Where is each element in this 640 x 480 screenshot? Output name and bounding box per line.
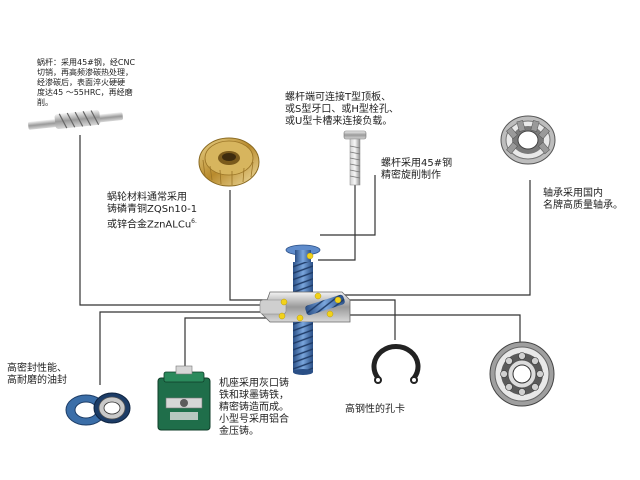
label-screw: 螺杆采用45#钢 精密旋削制作	[381, 158, 453, 181]
connector-end	[318, 140, 356, 261]
worm-gear-image	[198, 137, 260, 187]
label-end-connection: 螺杆端可连接T型顶板、 或S型牙口、或H型栓孔、 或U型卡槽来连接负载。	[285, 92, 399, 127]
connector-seal	[99, 311, 275, 385]
label-oil-seal: 高密封性能、 高耐磨的油封	[7, 363, 67, 386]
connector-gear	[229, 190, 275, 301]
connector-circlip	[350, 299, 396, 340]
connector-screw	[320, 175, 376, 236]
tapered-bearing-image	[500, 115, 556, 165]
label-housing: 机座采用灰口铸 铁和球墨铸铁， 精密铸造而成。 小型号采用铝合 金压铸。	[219, 378, 289, 437]
gear-material-superscript: 6.	[191, 218, 197, 225]
end-bolt-image	[343, 130, 367, 186]
connector-bearing-top	[340, 180, 531, 296]
connector-bearing-bottom	[350, 314, 521, 345]
housing-image	[157, 365, 211, 431]
ball-bearing-image	[489, 341, 555, 407]
label-bearing-top: 轴承采用国内 名牌高质量轴承。	[543, 188, 623, 211]
label-circlip: 高钢性的孔卡	[345, 404, 405, 415]
worm-shaft-image	[28, 109, 123, 130]
circlip-image	[371, 344, 421, 384]
connector-worm	[79, 135, 265, 306]
connector-housing	[184, 317, 280, 372]
screw-jack-assembly	[259, 244, 351, 375]
highlight-markers	[278, 252, 342, 322]
label-worm: 蜗杆：采用45#钢，经CNC 切销，再高频渗碳热处理， 经渗碳后，表面淬火硬硬 …	[37, 58, 136, 107]
oil-seal-image	[65, 392, 131, 426]
label-worm-gear: 蜗轮材料通常采用 铸磷青铜ZQSn10-1 或锌合金ZznALCu6.	[107, 192, 198, 231]
